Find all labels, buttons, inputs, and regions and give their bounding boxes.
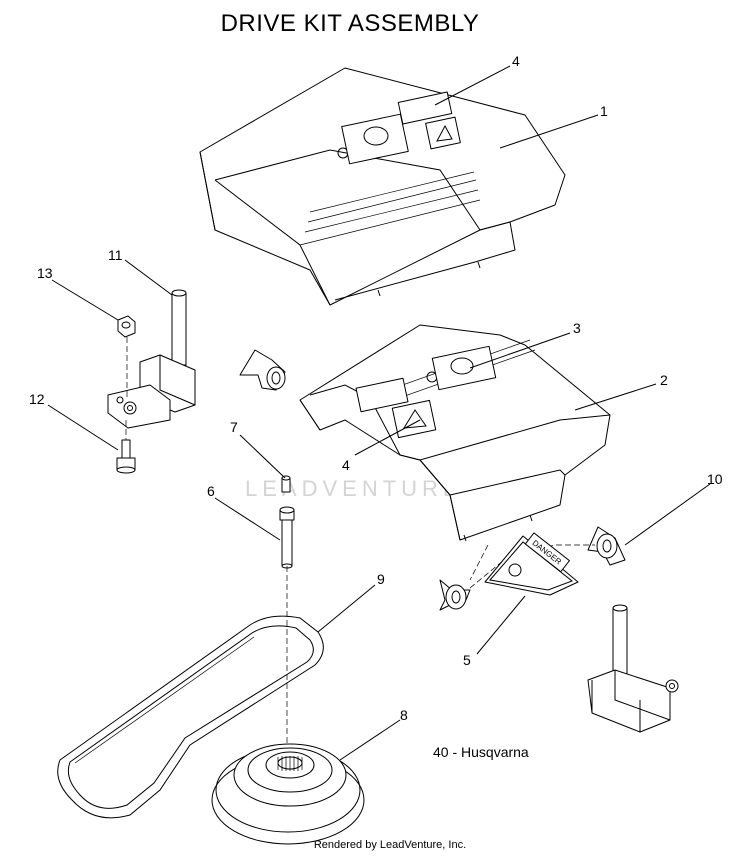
knob-lower[interactable]: [439, 579, 471, 611]
callout-5: 5: [463, 652, 471, 668]
callout-4-bottom: 4: [342, 457, 350, 473]
model-label: 40 - Husqvarna: [433, 744, 529, 760]
part-9-belt[interactable]: [57, 615, 324, 819]
part-6-spacer[interactable]: [279, 506, 295, 569]
callout-8: 8: [400, 707, 408, 723]
callout-7: 7: [230, 419, 238, 435]
diagram-title: DRIVE KIT ASSEMBLY: [220, 10, 480, 37]
part-2-lower-cover[interactable]: [299, 324, 611, 542]
callout-4-top: 4: [512, 53, 520, 69]
part-8-pulley[interactable]: [211, 743, 365, 845]
part-12-bolt[interactable]: [116, 439, 136, 474]
callout-9: 9: [377, 571, 385, 587]
callout-3: 3: [573, 320, 581, 336]
part-7-grease-fitting[interactable]: [281, 475, 291, 493]
callout-numbers: 4 1 3 2 4 10 5 7 6 9 8 11 13 12: [29, 53, 723, 723]
part-13-nut[interactable]: [117, 315, 136, 338]
leader-lines: [47, 65, 711, 761]
callout-12: 12: [29, 391, 45, 407]
part-10-knob[interactable]: [587, 526, 626, 566]
callout-2: 2: [660, 372, 668, 388]
footer-credit: Rendered by LeadVenture, Inc.: [313, 839, 467, 851]
callout-13: 13: [37, 265, 53, 281]
callout-10: 10: [707, 471, 723, 487]
callout-6: 6: [207, 483, 215, 499]
part-11-bracket-right[interactable]: [587, 604, 679, 733]
part-1-upper-cover[interactable]: [199, 67, 566, 306]
callout-1: 1: [600, 103, 608, 119]
watermark: LEADVENTURE: [245, 476, 463, 501]
callout-11: 11: [108, 247, 123, 263]
knob-left[interactable]: [239, 349, 286, 391]
part-11-bracket[interactable]: [107, 289, 196, 429]
